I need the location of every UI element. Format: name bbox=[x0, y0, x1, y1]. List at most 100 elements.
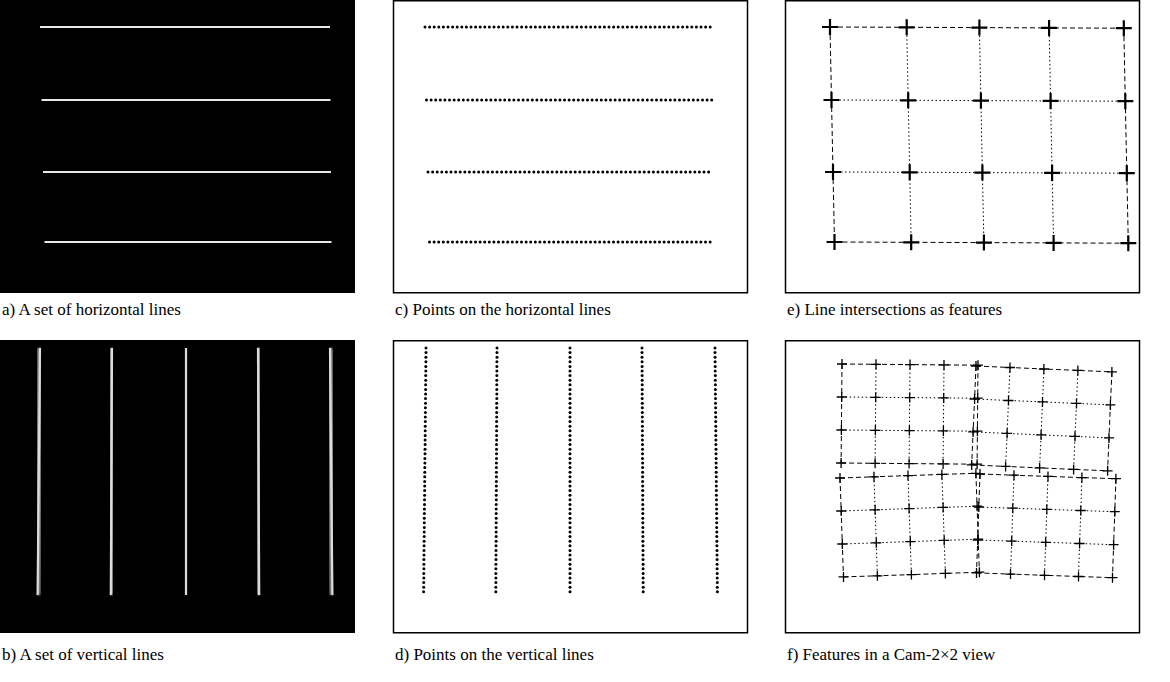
feature-cross bbox=[1105, 400, 1115, 410]
sample-dot bbox=[714, 379, 717, 382]
sample-dot bbox=[641, 498, 644, 501]
feature-cross bbox=[1109, 540, 1119, 550]
sample-dot bbox=[714, 416, 717, 419]
sample-dot bbox=[542, 171, 545, 174]
sample-dot bbox=[641, 489, 644, 492]
sample-dot bbox=[499, 99, 502, 102]
sample-dot bbox=[715, 544, 718, 547]
sample-dot bbox=[569, 365, 572, 368]
sample-dot bbox=[592, 171, 595, 174]
sample-dot bbox=[423, 494, 426, 497]
sample-dot bbox=[569, 581, 572, 584]
sample-dot bbox=[654, 26, 657, 29]
sample-dot bbox=[667, 26, 670, 29]
sample-dot bbox=[424, 452, 427, 455]
sample-dot bbox=[445, 171, 448, 174]
sample-dot bbox=[641, 448, 644, 451]
panel-caption: c) Points on the horizontal lines bbox=[395, 300, 611, 320]
sample-dot bbox=[425, 99, 428, 102]
sample-dot bbox=[632, 99, 635, 102]
sample-dot bbox=[505, 171, 508, 174]
sample-dot bbox=[495, 370, 498, 373]
sample-dot bbox=[495, 416, 498, 419]
sample-dot bbox=[456, 241, 459, 244]
sample-dot bbox=[495, 554, 498, 557]
sample-dot bbox=[424, 434, 427, 437]
sample-dot bbox=[700, 26, 703, 29]
sample-dot bbox=[486, 171, 489, 174]
feature-cross bbox=[938, 502, 948, 512]
sample-dot bbox=[423, 554, 426, 557]
sample-dot bbox=[649, 26, 652, 29]
sample-dot bbox=[569, 397, 572, 400]
feature-cross bbox=[870, 505, 880, 515]
sample-dot bbox=[465, 26, 468, 29]
sample-dot bbox=[495, 475, 498, 478]
sample-dot bbox=[551, 171, 554, 174]
sample-dot bbox=[715, 462, 718, 465]
sample-dot bbox=[642, 590, 645, 593]
feature-cross bbox=[822, 19, 838, 35]
sample-dot bbox=[511, 241, 514, 244]
sample-dot bbox=[641, 494, 644, 497]
feature-cross bbox=[973, 535, 983, 545]
feature-cross bbox=[1001, 461, 1011, 471]
feature-cross bbox=[939, 393, 949, 403]
sample-dot bbox=[569, 383, 572, 386]
sample-dot bbox=[578, 171, 581, 174]
feature-cross bbox=[870, 425, 880, 435]
sample-dot bbox=[495, 393, 498, 396]
sample-dot bbox=[456, 26, 459, 29]
sample-dot bbox=[569, 406, 572, 409]
sample-dot bbox=[434, 99, 437, 102]
sample-dot bbox=[589, 241, 592, 244]
sample-dot bbox=[497, 241, 500, 244]
feature-cross bbox=[1005, 363, 1015, 373]
sample-dot bbox=[714, 388, 717, 391]
sample-dot bbox=[466, 99, 469, 102]
sample-dot bbox=[495, 443, 498, 446]
sample-dot bbox=[641, 475, 644, 478]
sample-dot bbox=[569, 434, 572, 437]
sample-dot bbox=[641, 411, 644, 414]
sample-dot bbox=[601, 171, 604, 174]
sample-dot bbox=[482, 171, 485, 174]
sample-dot bbox=[569, 374, 572, 377]
sample-dot bbox=[612, 26, 615, 29]
sample-dot bbox=[714, 402, 717, 405]
sample-dot bbox=[519, 171, 522, 174]
sample-dot bbox=[611, 171, 614, 174]
sample-dot bbox=[714, 374, 717, 377]
sample-dot bbox=[502, 241, 505, 244]
sample-dot bbox=[715, 457, 718, 460]
sample-dot bbox=[568, 99, 571, 102]
sample-dot bbox=[424, 388, 427, 391]
sample-dot bbox=[612, 241, 615, 244]
sample-dot bbox=[647, 171, 650, 174]
sample-dot bbox=[715, 448, 718, 451]
sample-dot bbox=[715, 508, 718, 511]
feature-cross bbox=[836, 425, 846, 435]
sample-dot bbox=[663, 241, 666, 244]
sample-dot bbox=[684, 171, 687, 174]
feature-cross bbox=[975, 469, 985, 479]
sample-dot bbox=[715, 452, 718, 455]
sample-dot bbox=[424, 383, 427, 386]
sample-dot bbox=[520, 26, 523, 29]
sample-dot bbox=[641, 99, 644, 102]
light-line bbox=[40, 26, 330, 28]
sample-dot bbox=[424, 411, 427, 414]
sample-dot bbox=[537, 171, 540, 174]
sample-dot bbox=[552, 241, 555, 244]
sample-dot bbox=[529, 241, 532, 244]
grid-line bbox=[875, 364, 877, 463]
sample-dot bbox=[424, 402, 427, 405]
sample-dot bbox=[715, 498, 718, 501]
sample-dot bbox=[424, 448, 427, 451]
sample-dot bbox=[714, 411, 717, 414]
feature-cross bbox=[905, 537, 915, 547]
sample-dot bbox=[463, 171, 466, 174]
feature-cross bbox=[903, 234, 919, 250]
feature-cross bbox=[1040, 570, 1050, 580]
sample-dot bbox=[635, 26, 638, 29]
